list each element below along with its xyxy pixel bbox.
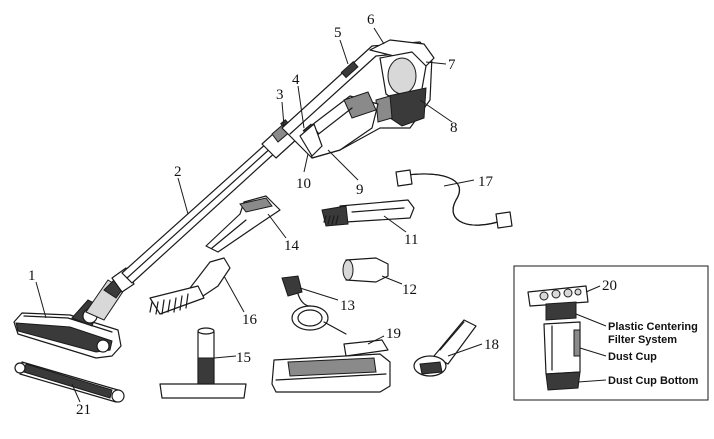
callout-16: 16 [242, 312, 258, 328]
callout-4: 4 [292, 72, 300, 88]
callout-15: 15 [236, 350, 251, 366]
callout-14: 14 [284, 238, 300, 254]
accessory-11 [321, 199, 415, 227]
callout-20: 20 [602, 278, 617, 294]
callout-12: 12 [402, 282, 417, 298]
callout-3: 3 [276, 87, 284, 103]
wall-mount [413, 319, 477, 377]
callout-7: 7 [448, 57, 456, 73]
centering-filter [527, 285, 589, 321]
charger-cord [281, 275, 347, 335]
callout-5: 5 [334, 25, 342, 41]
inset-panel [513, 265, 709, 401]
callout-8: 8 [450, 120, 458, 136]
label-dust-cup-bottom: Dust Cup Bottom [608, 375, 699, 387]
leader-lines [35, 27, 607, 403]
callout-2: 2 [174, 164, 182, 180]
label-filter-line1: Plastic Centering [608, 321, 698, 333]
callout-21: 21 [76, 402, 91, 418]
flexible-hose [395, 169, 513, 229]
callout-11: 11 [404, 232, 418, 248]
roller-brush [14, 361, 125, 403]
callout-10: 10 [296, 176, 311, 192]
dusting-brush [149, 257, 231, 315]
callout-numbers: 1 2 3 4 5 6 7 8 9 10 11 12 13 14 15 16 1… [28, 12, 617, 418]
motor-body [281, 39, 435, 159]
label-dust-cup: Dust Cup [608, 351, 657, 363]
inset-dust-cup [543, 321, 581, 391]
accessory-14 [205, 195, 281, 253]
inset-labels: Plastic Centering Filter System Dust Cup… [608, 321, 699, 387]
label-filter-line2: Filter System [608, 334, 677, 346]
vacuum-assembly [13, 39, 435, 359]
callout-19: 19 [386, 326, 401, 342]
callout-13: 13 [340, 298, 355, 314]
callout-18: 18 [484, 337, 499, 353]
adapter-12 [342, 257, 389, 283]
callout-6: 6 [367, 12, 375, 28]
callout-1: 1 [28, 268, 36, 284]
charging-base [271, 339, 391, 393]
callout-9: 9 [356, 182, 364, 198]
callout-17: 17 [478, 174, 494, 190]
mini-floor-tool [159, 327, 247, 399]
